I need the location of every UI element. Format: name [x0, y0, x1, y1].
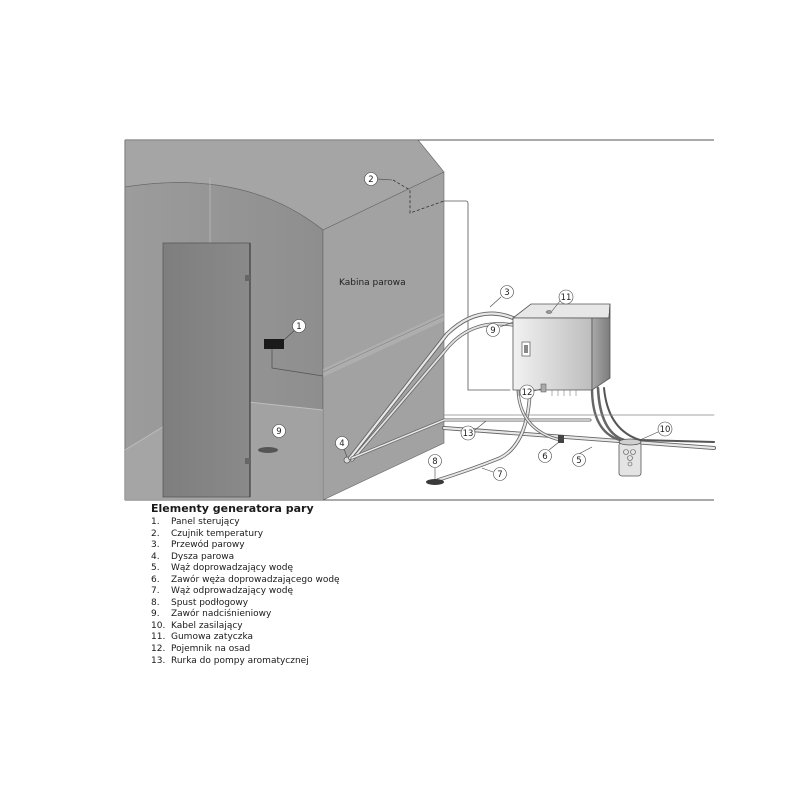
cabin-label: Kabina parowa: [339, 278, 406, 288]
legend-item-text: Gumowa zatyczka: [171, 632, 254, 643]
callout-9: 9: [486, 321, 514, 337]
legend-title: Elementy generatora pary: [151, 502, 314, 515]
legend-item-text: Wąż doprowadzający wodę: [171, 563, 294, 574]
legend-item-text: Wąż odprowadzający wodę: [171, 586, 294, 597]
legend-item: 3. Przewód parowy: [151, 540, 551, 552]
generator-side: [591, 303, 611, 391]
callout-5-label: 5: [576, 456, 581, 466]
legend-item: 11. Gumowa zatyczka: [151, 632, 551, 644]
generator-top: [511, 303, 611, 319]
legend-item: 7. Wąż odprowadzający wodę: [151, 586, 551, 598]
legend-item: 5. Wąż doprowadzający wodę: [151, 563, 551, 575]
legend-item-number: 5.: [151, 563, 160, 574]
legend-item: 1. Panel sterujący: [151, 517, 551, 529]
callout-4-label: 4: [339, 439, 344, 449]
legend-item-text: Panel sterujący: [171, 517, 240, 527]
rubber-plug: [545, 310, 553, 314]
callout-13-label: 13: [463, 429, 474, 439]
control-panel-cable: [271, 349, 324, 377]
legend-item-number: 4.: [151, 551, 160, 562]
callout-3: 3: [489, 285, 514, 308]
callout-8: 8: [428, 454, 442, 479]
callout-11: 11: [551, 289, 574, 312]
legend-item-number: 9.: [151, 609, 160, 620]
legend-item-text: Rurka do pompy aromatycznej: [171, 655, 309, 666]
callout-12-label: 12: [522, 388, 533, 398]
callout-6: 6: [538, 441, 560, 463]
legend-item-text: Dysza parowa: [171, 551, 235, 562]
legend-item-number: 10.: [151, 620, 166, 631]
cabin-side-wall: [322, 171, 445, 501]
legend-item: 13. Rurka do pompy aromatycznej: [151, 656, 551, 668]
steam-generator: [511, 303, 611, 396]
callout-9-floor-label: 9: [276, 427, 281, 437]
callout-12: 12: [519, 384, 542, 400]
legend-item-text: Pojemnik na osad: [171, 644, 251, 655]
callout-5: 5: [572, 446, 593, 467]
floor-drain-9: [258, 447, 278, 453]
legend-item-number: 2.: [151, 528, 160, 539]
callout-13: 13: [460, 420, 487, 441]
legend-list: 1.Panel sterujący 2.Czujnik temperatury …: [151, 517, 551, 667]
callout-10: 10: [639, 421, 673, 441]
legend-item-number: 7.: [151, 586, 160, 597]
sediment-container: [540, 383, 547, 393]
callout-7-label: 7: [497, 470, 502, 480]
power-cable: [603, 387, 715, 443]
legend-item: 4. Dysza parowa: [151, 552, 551, 564]
floor-drain: [426, 479, 444, 485]
legend-item-text: Czujnik temperatury: [171, 528, 264, 539]
legend-item-text: Kabel zasilający: [171, 620, 243, 631]
legend-item-text: Przewód parowy: [171, 540, 245, 551]
legend-item: 2. Czujnik temperatury: [151, 529, 551, 541]
legend-item: 8. Spust podłogowy: [151, 598, 551, 610]
callout-7: 7: [481, 467, 507, 481]
legend-item-number: 12.: [151, 644, 166, 655]
callout-10-label: 10: [660, 425, 671, 435]
callouts: 1 2 3 4 5 6 7: [272, 172, 673, 481]
legend-item-number: 3.: [151, 540, 160, 551]
callout-1: 1: [283, 319, 306, 341]
legend-item-text: Spust podłogowy: [171, 597, 249, 608]
pipes: [348, 200, 716, 482]
callout-1-label: 1: [296, 322, 301, 332]
callout-11-label: 11: [561, 293, 572, 303]
callout-9-label: 9: [490, 326, 495, 336]
legend-item: 12. Pojemnik na osad: [151, 644, 551, 656]
legend-item-text: Zawór węża doprowadzającego wodę: [171, 574, 340, 585]
legend-item: 9. Zawór nadciśnieniowy: [151, 609, 551, 621]
callout-8-label: 8: [432, 457, 437, 467]
callout-3-label: 3: [504, 288, 509, 298]
steam-cabin: [124, 139, 445, 501]
door-hinge-bottom: [245, 458, 250, 464]
legend-item-number: 8.: [151, 597, 160, 608]
sensor-cable: [392, 179, 445, 214]
callout-2-label: 2: [368, 175, 373, 185]
legend-item-number: 6.: [151, 574, 160, 585]
callout-6-label: 6: [542, 452, 547, 462]
glass-door: [162, 242, 251, 498]
control-panel: [264, 339, 284, 349]
water-valve: [558, 435, 564, 443]
legend-item-text: Zawór nadciśnieniowy: [171, 609, 272, 620]
legend: Elementy generatora pary 1. Panel sterują…: [151, 502, 551, 667]
legend-item-number: 1.: [151, 517, 160, 527]
aroma-pump: [618, 438, 642, 477]
callout-4: 4: [335, 436, 349, 458]
callout-9-floor: 9: [272, 424, 286, 438]
legend-item-number: 11.: [151, 632, 166, 643]
legend-item: 10. Kabel zasilający: [151, 621, 551, 633]
legend-item: 6. Zawór węża doprowadzającego wodę: [151, 575, 551, 587]
legend-item-number: 13.: [151, 655, 166, 666]
callout-2: 2: [364, 172, 393, 186]
door-hinge-top: [245, 275, 250, 281]
